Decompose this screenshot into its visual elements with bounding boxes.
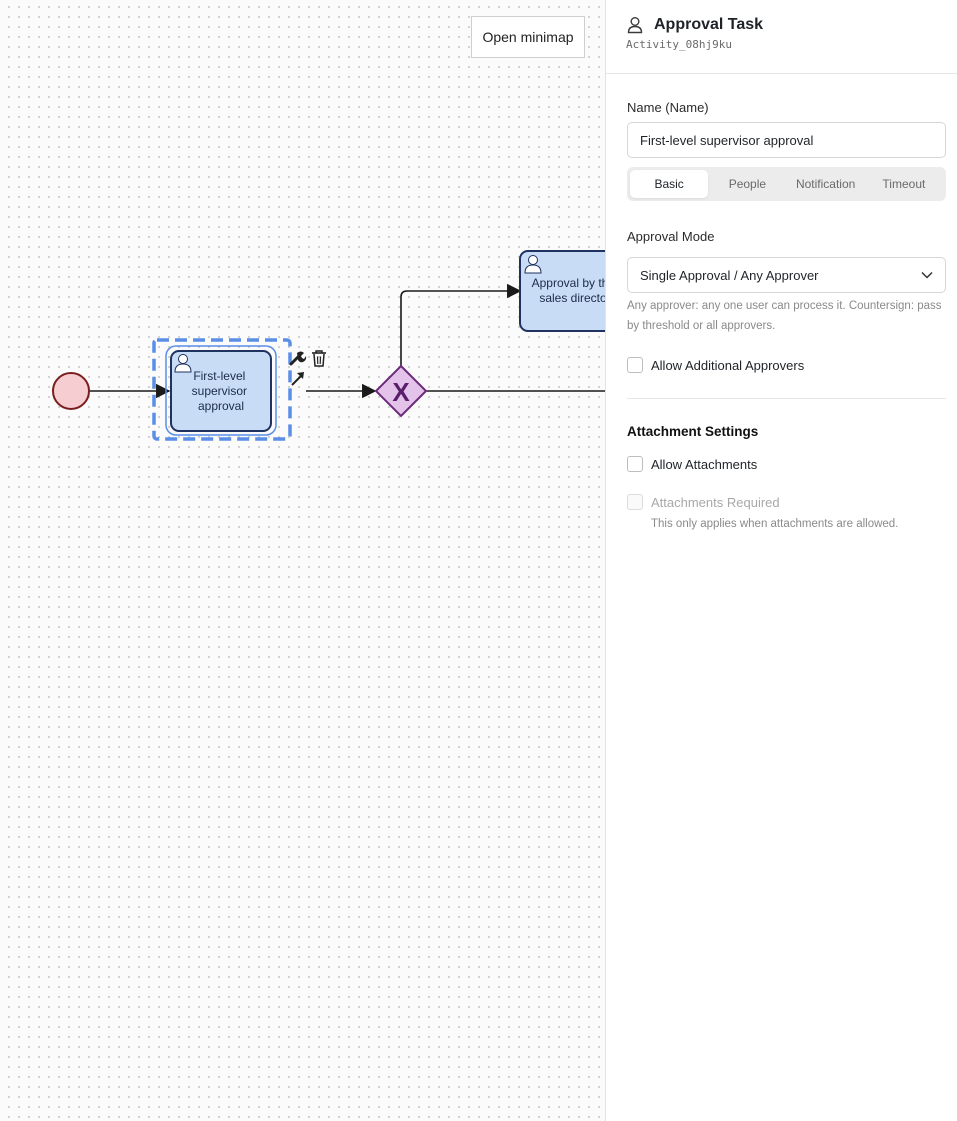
selection-outline xyxy=(152,338,292,441)
user-icon xyxy=(627,17,643,34)
tab-timeout[interactable]: Timeout xyxy=(882,177,926,191)
allow-attachments-row[interactable]: Allow Attachments xyxy=(627,456,757,472)
chevron-down-icon xyxy=(921,271,933,279)
attachment-settings-title: Attachment Settings xyxy=(627,424,759,439)
attachments-required-checkbox xyxy=(627,494,643,510)
attachments-required-label: Attachments Required xyxy=(651,494,780,510)
approval-mode-value: Single Approval / Any Approver xyxy=(640,267,819,283)
allow-attachments-checkbox[interactable] xyxy=(627,456,643,472)
user-task-icon xyxy=(174,354,192,373)
task-sales-director-approval[interactable]: Approval by the sales director xyxy=(519,250,606,332)
task-label-line-1: First-level xyxy=(193,369,245,383)
connect-arrow-icon[interactable] xyxy=(291,372,304,386)
tab-notification[interactable]: Notification xyxy=(795,177,856,191)
attachments-required-row: Attachments Required xyxy=(627,494,780,510)
allow-attachments-label: Allow Attachments xyxy=(651,456,758,472)
panel-title: Approval Task xyxy=(654,16,764,33)
name-label: Name (Name) xyxy=(627,100,709,115)
tab-people[interactable]: People xyxy=(728,177,767,191)
task-first-level-supervisor-approval[interactable]: First-level supervisor approval xyxy=(165,345,277,436)
svg-text:First-level supervisor: First-level supervisor approval xyxy=(192,369,251,413)
open-minimap-button[interactable]: Open minimap xyxy=(471,16,585,58)
approval-mode-label: Approval Mode xyxy=(627,229,715,244)
element-id: Activity_08hj9ku xyxy=(626,38,732,51)
properties-panel: Approval Task Activity_08hj9ku Name (Nam… xyxy=(605,0,957,1121)
section-divider xyxy=(627,398,946,399)
name-input[interactable] xyxy=(627,122,946,158)
task-label-line-1: Approval by the xyxy=(532,276,606,290)
attachments-help: This only applies when attachments are a… xyxy=(651,518,899,530)
allow-additional-approvers-row[interactable]: Allow Additional Approvers xyxy=(627,357,804,373)
exclusive-gateway[interactable]: X xyxy=(374,364,428,418)
gateway-x-symbol: X xyxy=(392,377,410,407)
task-label-line-3: approval xyxy=(198,399,244,413)
task-label-line-2: sales director xyxy=(539,291,606,305)
svg-text:Approval by the sales: Approval by the sales director xyxy=(532,276,606,305)
sequence-flow-gateway-to-director[interactable] xyxy=(400,283,522,366)
panel-header: Approval Task Activity_08hj9ku xyxy=(606,0,957,74)
tab-basic[interactable]: Basic xyxy=(630,170,709,198)
start-event[interactable] xyxy=(52,372,90,410)
approval-mode-help: Any approver: any one user can process i… xyxy=(627,300,942,332)
panel-tabs: Basic People Notification Timeout xyxy=(627,167,946,201)
allow-additional-approvers-label: Allow Additional Approvers xyxy=(651,357,805,373)
bpmn-canvas[interactable]: First-level supervisor approval X xyxy=(0,0,606,1121)
bpmn-diagram[interactable]: First-level supervisor approval X xyxy=(0,0,606,1121)
wrench-icon[interactable] xyxy=(289,351,307,366)
user-task-icon xyxy=(524,255,542,274)
allow-additional-approvers-checkbox[interactable] xyxy=(627,357,643,373)
trash-icon[interactable] xyxy=(312,350,326,367)
approval-mode-select[interactable]: Single Approval / Any Approver xyxy=(627,257,946,293)
task-label-line-2: supervisor xyxy=(192,384,247,398)
